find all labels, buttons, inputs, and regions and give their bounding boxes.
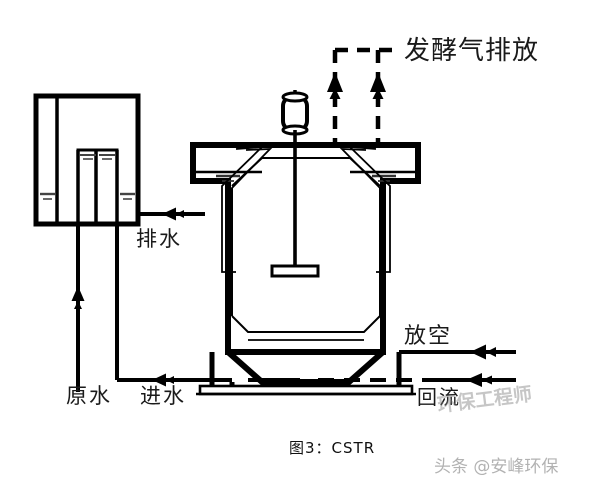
label-gas-discharge: 发酵气排放 <box>404 36 540 66</box>
reactor-bottom-hopper <box>226 349 385 385</box>
label-drain: 排水 <box>136 227 182 251</box>
equalization-tank <box>33 93 141 240</box>
gas-riser-arrow-right <box>370 72 386 99</box>
recycle-riser-pipe <box>71 240 85 392</box>
vent-pipe <box>399 344 516 360</box>
watermark-corner: 头条 @安峰环保 <box>434 457 559 477</box>
gas-riser-arrow-left <box>327 72 343 99</box>
cstr-reactor-vessel <box>190 142 421 355</box>
label-return-flow: 回流 <box>417 385 461 409</box>
support-base <box>196 352 416 396</box>
impeller-blade <box>270 264 320 278</box>
reactor-inner-liner <box>221 145 391 341</box>
label-vent: 放空 <box>404 324 453 349</box>
label-influent: 进水 <box>140 384 186 408</box>
drain-pipe <box>138 207 205 221</box>
label-raw-water: 原水 <box>66 384 112 408</box>
figure-caption: 图3：CSTR <box>289 439 376 457</box>
return-pipe <box>248 373 516 387</box>
gas-discharge-header <box>332 47 400 142</box>
agitator-motor <box>281 90 309 136</box>
